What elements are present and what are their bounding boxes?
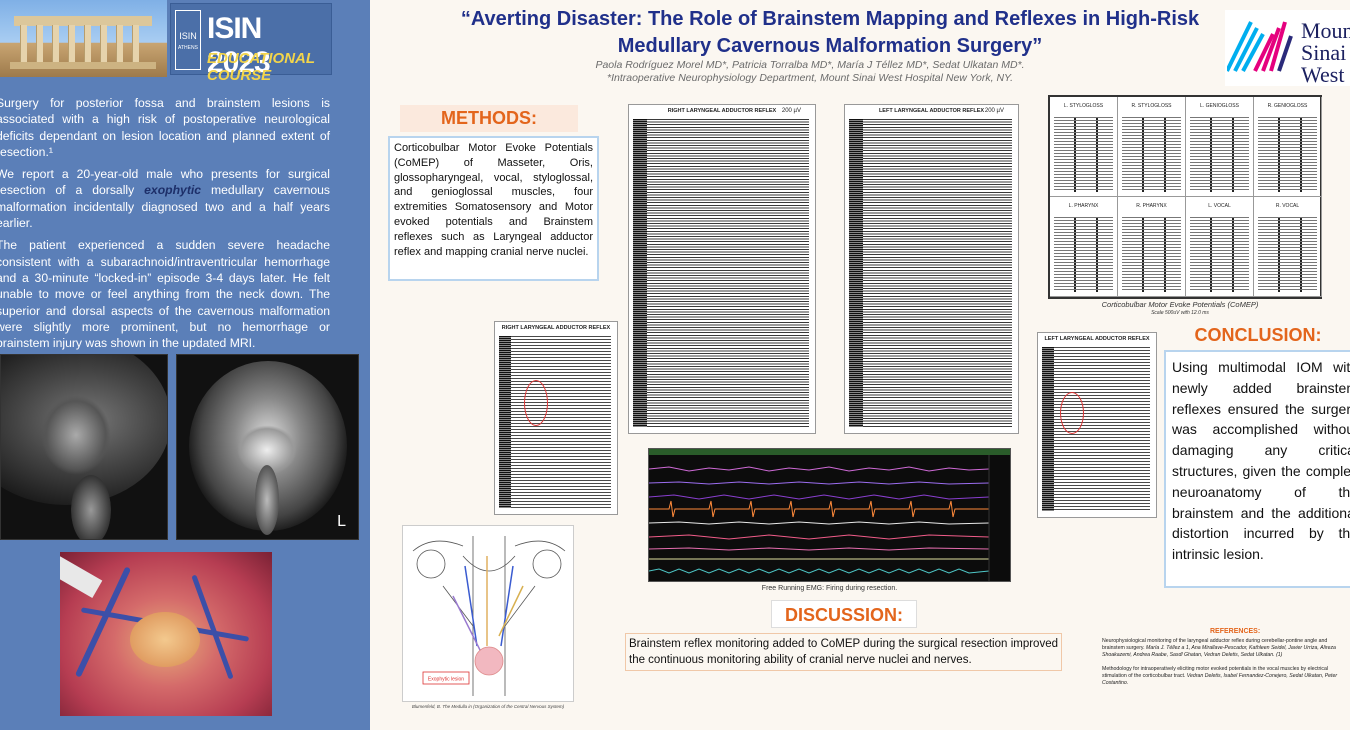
intro-text: Surgery for posterior fossa and brainste… xyxy=(0,95,330,357)
mri-sagittal-image xyxy=(0,354,168,540)
mount-sinai-logo: Mount Sinai West xyxy=(1225,10,1350,86)
comep-grid: L. STYLOGLOSS R. STYLOGLOSS L. GENIOGLOS… xyxy=(1048,95,1322,299)
conclusion-text: Using multimodal IOM with newly added br… xyxy=(1164,350,1350,588)
comep-cell: L. VOCAL xyxy=(1186,197,1254,297)
comep-cell: L. PHARYNX xyxy=(1050,197,1118,297)
intro-paragraph-2: We report a 20-year-old male who present… xyxy=(0,167,331,231)
exophytic-lesion-label: Exophytic lesion xyxy=(428,677,464,683)
reference-1: Neurophysiological monitoring of the lar… xyxy=(1102,638,1336,658)
small-left-lar-trace: LEFT LARYNGEAL ADDUCTOR REFLEX xyxy=(1037,332,1157,518)
comep-cell: L. GENIOGLOSS xyxy=(1186,97,1254,197)
medulla-diagram-drawing: Exophytic lesion xyxy=(412,536,566,696)
discussion-text: Brainstem reflex monitoring added to CoM… xyxy=(625,633,1062,671)
comep-cell: L. STYLOGLOSS xyxy=(1050,97,1118,197)
comep-caption: Corticobulbar Motor Evoke Potentials (Co… xyxy=(1101,300,1259,309)
conclusion-heading: CONCLUSION: xyxy=(1194,325,1322,345)
event-subtitle: EDUCATIONAL COURSE xyxy=(207,50,315,84)
event-title: ISIN 2023 xyxy=(207,12,271,79)
reference-2: Methodology for intraoperatively eliciti… xyxy=(1102,666,1338,686)
methods-heading: METHODS: xyxy=(400,105,578,132)
comep-cell: R. GENIOGLOSS xyxy=(1254,97,1322,197)
discussion-heading: DISCUSSION: xyxy=(771,600,917,628)
affiliation: *Intraoperative Neurophysiology Departme… xyxy=(606,72,1013,84)
intro-paragraph-3: The patient experienced a sudden severe … xyxy=(0,238,330,351)
references-list: Neurophysiological monitoring of the lar… xyxy=(1102,638,1350,694)
diagram-caption: Blumenfeld, B. The Medulla in (Organizat… xyxy=(411,704,565,709)
methods-text: Corticobulbar Motor Evoke Potentials (Co… xyxy=(388,136,599,281)
parthenon-photo xyxy=(0,0,167,77)
comep-scale: Scale 500uV with 12.0 ms xyxy=(1151,310,1209,316)
mount-sinai-mark-icon xyxy=(1227,21,1293,72)
emg-caption: Free Running EMG: Firing during resectio… xyxy=(761,585,898,592)
comep-cell: R. STYLOGLOSS xyxy=(1118,97,1186,197)
references-heading: REFERENCES: xyxy=(1210,628,1261,635)
mri-side-label: L xyxy=(337,513,346,530)
exophytic-keyword: exophytic xyxy=(144,183,202,198)
authors: Paola Rodríguez Morel MD*, Patricia Torr… xyxy=(500,59,1120,85)
left-lar-trace: LEFT LARYNGEAL ADDUCTOR REFLEX 200 µV xyxy=(844,104,1019,434)
surgical-field-photo xyxy=(60,552,272,716)
right-lar-trace: RIGHT LARYNGEAL ADDUCTOR REFLEX 200 µV xyxy=(628,104,816,434)
comep-cell: R. VOCAL xyxy=(1254,197,1322,297)
medulla-diagram: Exophytic lesion xyxy=(402,525,574,702)
lesion-highlight-ellipse-2 xyxy=(1060,392,1084,434)
lesion-highlight-ellipse xyxy=(524,380,548,426)
free-running-emg xyxy=(648,448,1011,582)
emg-waveforms xyxy=(649,455,990,581)
small-right-lar-trace: RIGHT LARYNGEAL ADDUCTOR REFLEX xyxy=(494,321,618,515)
poster-title: “Averting Disaster: The Role of Brainste… xyxy=(460,8,1200,57)
comep-cell: R. PHARYNX xyxy=(1118,197,1186,297)
intro-paragraph-1: Surgery for posterior fossa and brainste… xyxy=(0,96,330,159)
mri-coronal-image: L xyxy=(176,354,359,540)
